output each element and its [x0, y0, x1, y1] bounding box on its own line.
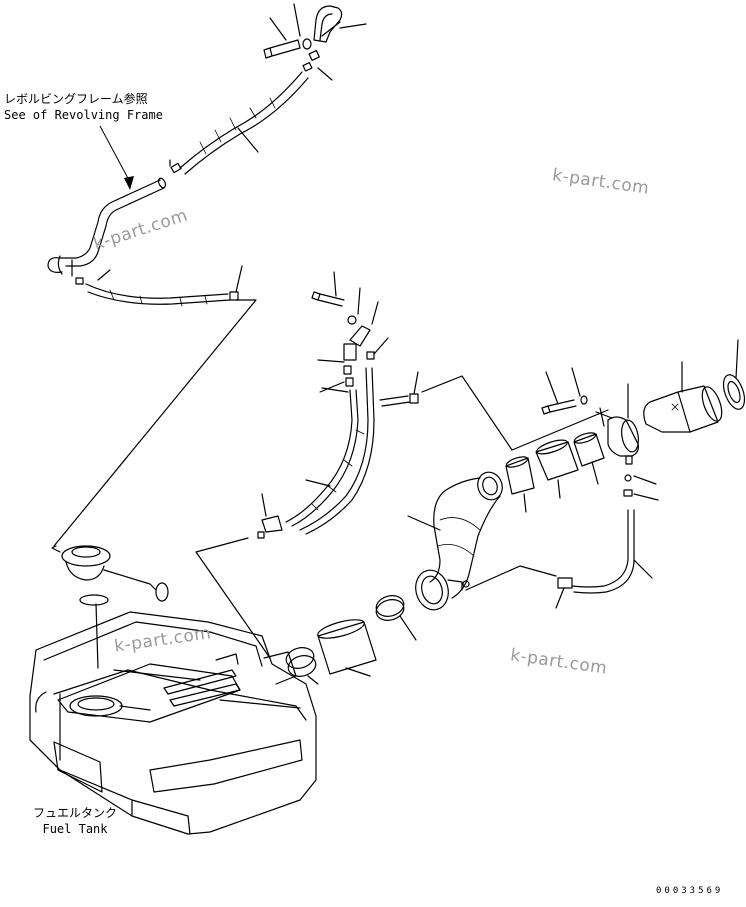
drain-hose	[572, 510, 628, 587]
bolt-3	[542, 400, 576, 414]
middle-hose-assembly	[258, 272, 608, 538]
fuel-tank	[30, 612, 316, 834]
filler-pipe	[430, 478, 480, 582]
hose-b	[300, 368, 368, 530]
fuel-tank-label-jp: フュエルタンク	[32, 806, 117, 820]
o-ring	[80, 595, 108, 605]
bolt-2	[312, 292, 344, 306]
revolving-frame-label-jp: レボルビングフレーム参照	[4, 92, 148, 106]
sleeve-3	[574, 434, 604, 466]
breather-hose	[180, 72, 302, 168]
upper-breather-line	[48, 4, 366, 306]
connector-lines	[54, 300, 270, 680]
revolving-frame-label-en: See of Revolving Frame	[4, 108, 163, 122]
filler-cap	[719, 372, 746, 412]
drawing-code: 00033569	[656, 886, 724, 896]
strainer-housing	[608, 417, 638, 456]
lower-breather-hose	[86, 284, 228, 298]
bent-pipe	[48, 180, 160, 272]
strainer-element	[678, 386, 718, 432]
filter-assembly	[542, 340, 746, 608]
elbow-fitting	[314, 6, 342, 42]
washer-2	[348, 316, 356, 324]
washer	[303, 39, 311, 49]
nut	[309, 51, 319, 61]
sleeve-2	[536, 442, 578, 480]
rubber-hose	[318, 622, 376, 674]
fuel-sensor	[52, 546, 168, 668]
clip	[303, 63, 312, 71]
sleeve-1	[506, 458, 534, 494]
filler-tube-assembly	[284, 431, 604, 684]
bolt	[264, 40, 300, 58]
fuel-tank-label-en: Fuel Tank	[42, 822, 108, 836]
hose-a	[286, 390, 352, 522]
